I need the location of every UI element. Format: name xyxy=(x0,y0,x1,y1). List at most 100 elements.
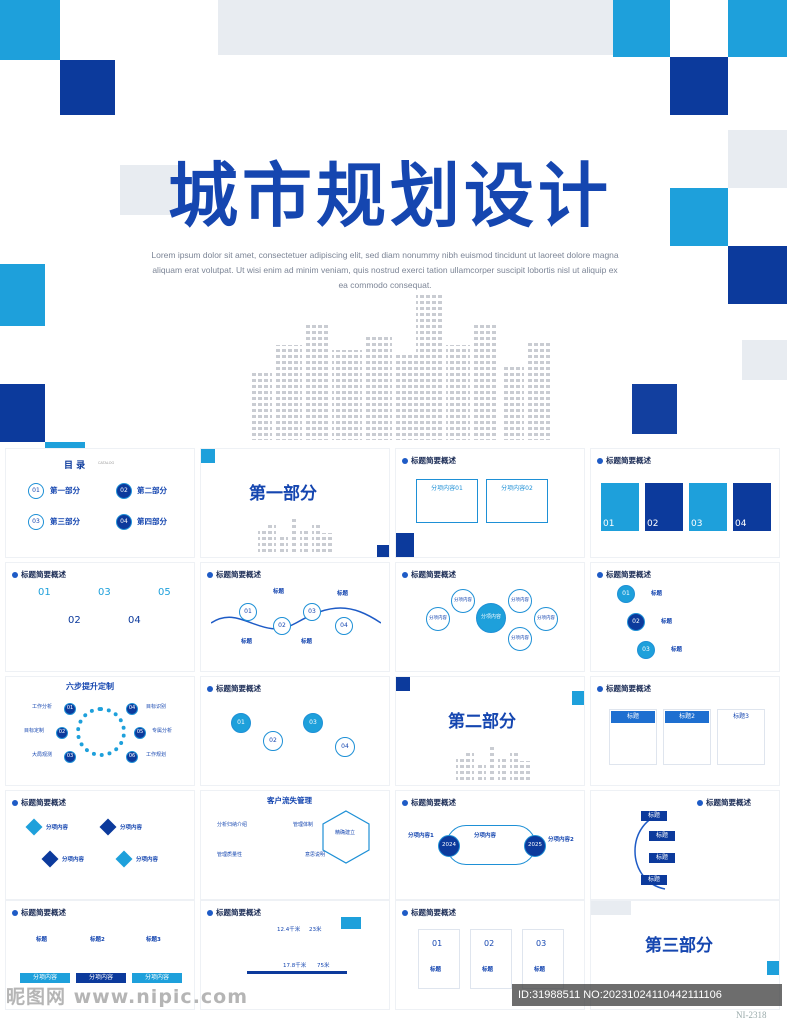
hex-label: 标题 xyxy=(671,647,683,653)
deco-square xyxy=(0,0,60,60)
wave-num-3: 03 xyxy=(303,603,321,621)
dot-num-1: 01 xyxy=(231,713,251,733)
col-num-4: 04 xyxy=(128,615,141,626)
wave-label: 标题 xyxy=(241,639,253,645)
deco-square xyxy=(218,0,613,55)
six-label: 大局观测 xyxy=(32,752,53,758)
petal-center: 分项内容 xyxy=(476,603,506,633)
toc-item-1: 第一部分 xyxy=(50,486,80,495)
customer-item: 意思说明 xyxy=(305,852,326,858)
petal-item: 分项内容 xyxy=(508,589,532,613)
diamond-icon xyxy=(99,818,117,836)
deco-square xyxy=(0,264,45,326)
watermark-id: ID:31988511 NO:20231024110442111106 xyxy=(512,984,782,1006)
slide-header: 标题简要概述 xyxy=(597,683,651,694)
slide-header: 标题简要概述 xyxy=(402,569,456,580)
timeline-left: 分项内容1 xyxy=(408,833,434,839)
deco-square xyxy=(60,60,115,115)
deco-square xyxy=(341,917,361,929)
deco-square xyxy=(572,691,584,705)
split-label-1: 分项内容01 xyxy=(420,483,474,495)
diamond-icon xyxy=(25,818,43,836)
customer-item: 管理质量性 xyxy=(217,852,243,858)
deco-square xyxy=(377,545,389,557)
cloud-card xyxy=(470,929,512,989)
petal-item: 分项内容 xyxy=(534,607,558,631)
wave-num-2: 02 xyxy=(273,617,291,635)
petal-item: 分项内容 xyxy=(426,607,450,631)
deco-square xyxy=(591,901,631,915)
diamond-icon xyxy=(41,850,59,868)
toc-item-4: 第四部分 xyxy=(137,517,167,526)
cloud-num: 01 xyxy=(432,939,443,948)
six-num: 04 xyxy=(126,703,138,715)
deco-square xyxy=(728,0,787,57)
six-num: 03 xyxy=(64,751,76,763)
slide-header: 标题简要概述 xyxy=(207,683,261,694)
mini-skyline xyxy=(456,747,530,782)
slide-thumb-petals: 标题简要概述 分项内容 分项内容 分项内容 分项内容 分项内容 分项内容 xyxy=(395,562,585,672)
hex-num-2: 02 xyxy=(627,613,645,631)
bc-title: 标题2 xyxy=(90,937,105,943)
branch-label: 标题 xyxy=(649,853,675,863)
bc-button[interactable]: 分项内容 xyxy=(132,973,182,983)
city-skyline-graphic xyxy=(250,295,550,440)
petal-item: 分项内容 xyxy=(451,589,475,613)
toc-num-4: 04 xyxy=(116,514,132,530)
slide-header: 标题简要概述 xyxy=(12,569,66,580)
deco-square xyxy=(0,384,45,442)
wave-num-1: 01 xyxy=(239,603,257,621)
run-value: 17.8千米 xyxy=(283,963,307,969)
arrow-step-1: 01 xyxy=(601,483,639,531)
wave-line xyxy=(211,607,381,630)
slide-thumb-bottom-cards: 标题简要概述 标题 标题2 标题3 分项内容 分项内容 分项内容 xyxy=(5,900,195,1010)
wave-label: 标题 xyxy=(273,589,285,595)
slide-thumb-dots: 标题简要概述 01 02 03 04 xyxy=(200,676,390,786)
split-label-2: 分项内容02 xyxy=(490,483,544,495)
hex-num-1: 01 xyxy=(617,585,635,603)
hero-title: 城市规划设计 xyxy=(168,154,612,237)
toc-num-3: 03 xyxy=(28,514,44,530)
col-num-1: 01 xyxy=(38,587,51,598)
customer-item: 管理体制 xyxy=(293,822,314,828)
bc-title: 标题3 xyxy=(146,937,161,943)
slide-thumb-cards: 标题简要概述 标题 标题2 标题3 xyxy=(590,676,780,786)
deco-square xyxy=(670,188,728,246)
timeline-center: 分项内容 xyxy=(474,833,497,839)
branch-label: 标题 xyxy=(641,875,667,885)
hex-label: 标题 xyxy=(651,591,663,597)
slide-header: 标题简要概述 xyxy=(402,455,456,466)
deco-square xyxy=(670,57,728,115)
slide-thumb-toc: 目 录 CATALOG 01 第一部分 02 第二部分 03 第三部分 04 第… xyxy=(5,448,195,558)
petal-item: 分项内容 xyxy=(508,627,532,651)
card-title: 标题 xyxy=(611,711,655,723)
section-title: 第二部分 xyxy=(448,712,516,732)
bc-button[interactable]: 分项内容 xyxy=(20,973,70,983)
six-label: 目标定制 xyxy=(24,728,45,734)
branch-label: 标题 xyxy=(649,831,675,841)
diamond-icon xyxy=(115,850,133,868)
slide-thumb-diamonds: 标题简要概述 分项内容 分项内容 分项内容 分项内容 xyxy=(5,790,195,900)
cloud-card xyxy=(418,929,460,989)
cloud-label: 标题 xyxy=(482,967,494,973)
watermark-code: NI-2318 xyxy=(736,1010,767,1020)
toc-item-3: 第三部分 xyxy=(50,517,80,526)
run-value: 12.4千米 xyxy=(277,927,301,933)
hero-subtitle: Lorem ipsum dolor sit amet, consectetuer… xyxy=(151,250,619,290)
wave-label: 标题 xyxy=(301,639,313,645)
hex-num-3: 03 xyxy=(637,641,655,659)
col-num-2: 02 xyxy=(68,615,81,626)
slide-thumb-columns: 标题简要概述 01 02 03 04 05 xyxy=(5,562,195,672)
mini-skyline xyxy=(258,519,332,554)
card-title: 标题3 xyxy=(719,711,763,723)
bc-button[interactable]: 分项内容 xyxy=(76,973,126,983)
toc-num-1: 01 xyxy=(28,483,44,499)
watermark-site: 昵图网 www.nipic.com xyxy=(6,986,249,1008)
slide-thumb-timeline: 标题简要概述 分项内容1 分项内容 2024 2025 分项内容2 xyxy=(395,790,585,900)
card-title: 标题2 xyxy=(665,711,709,723)
diamond-item: 分项内容 xyxy=(120,825,143,831)
six-steps-title: 六步提升定制 xyxy=(66,682,114,691)
six-label: 目标识别 xyxy=(146,704,167,710)
six-num: 05 xyxy=(134,727,146,739)
